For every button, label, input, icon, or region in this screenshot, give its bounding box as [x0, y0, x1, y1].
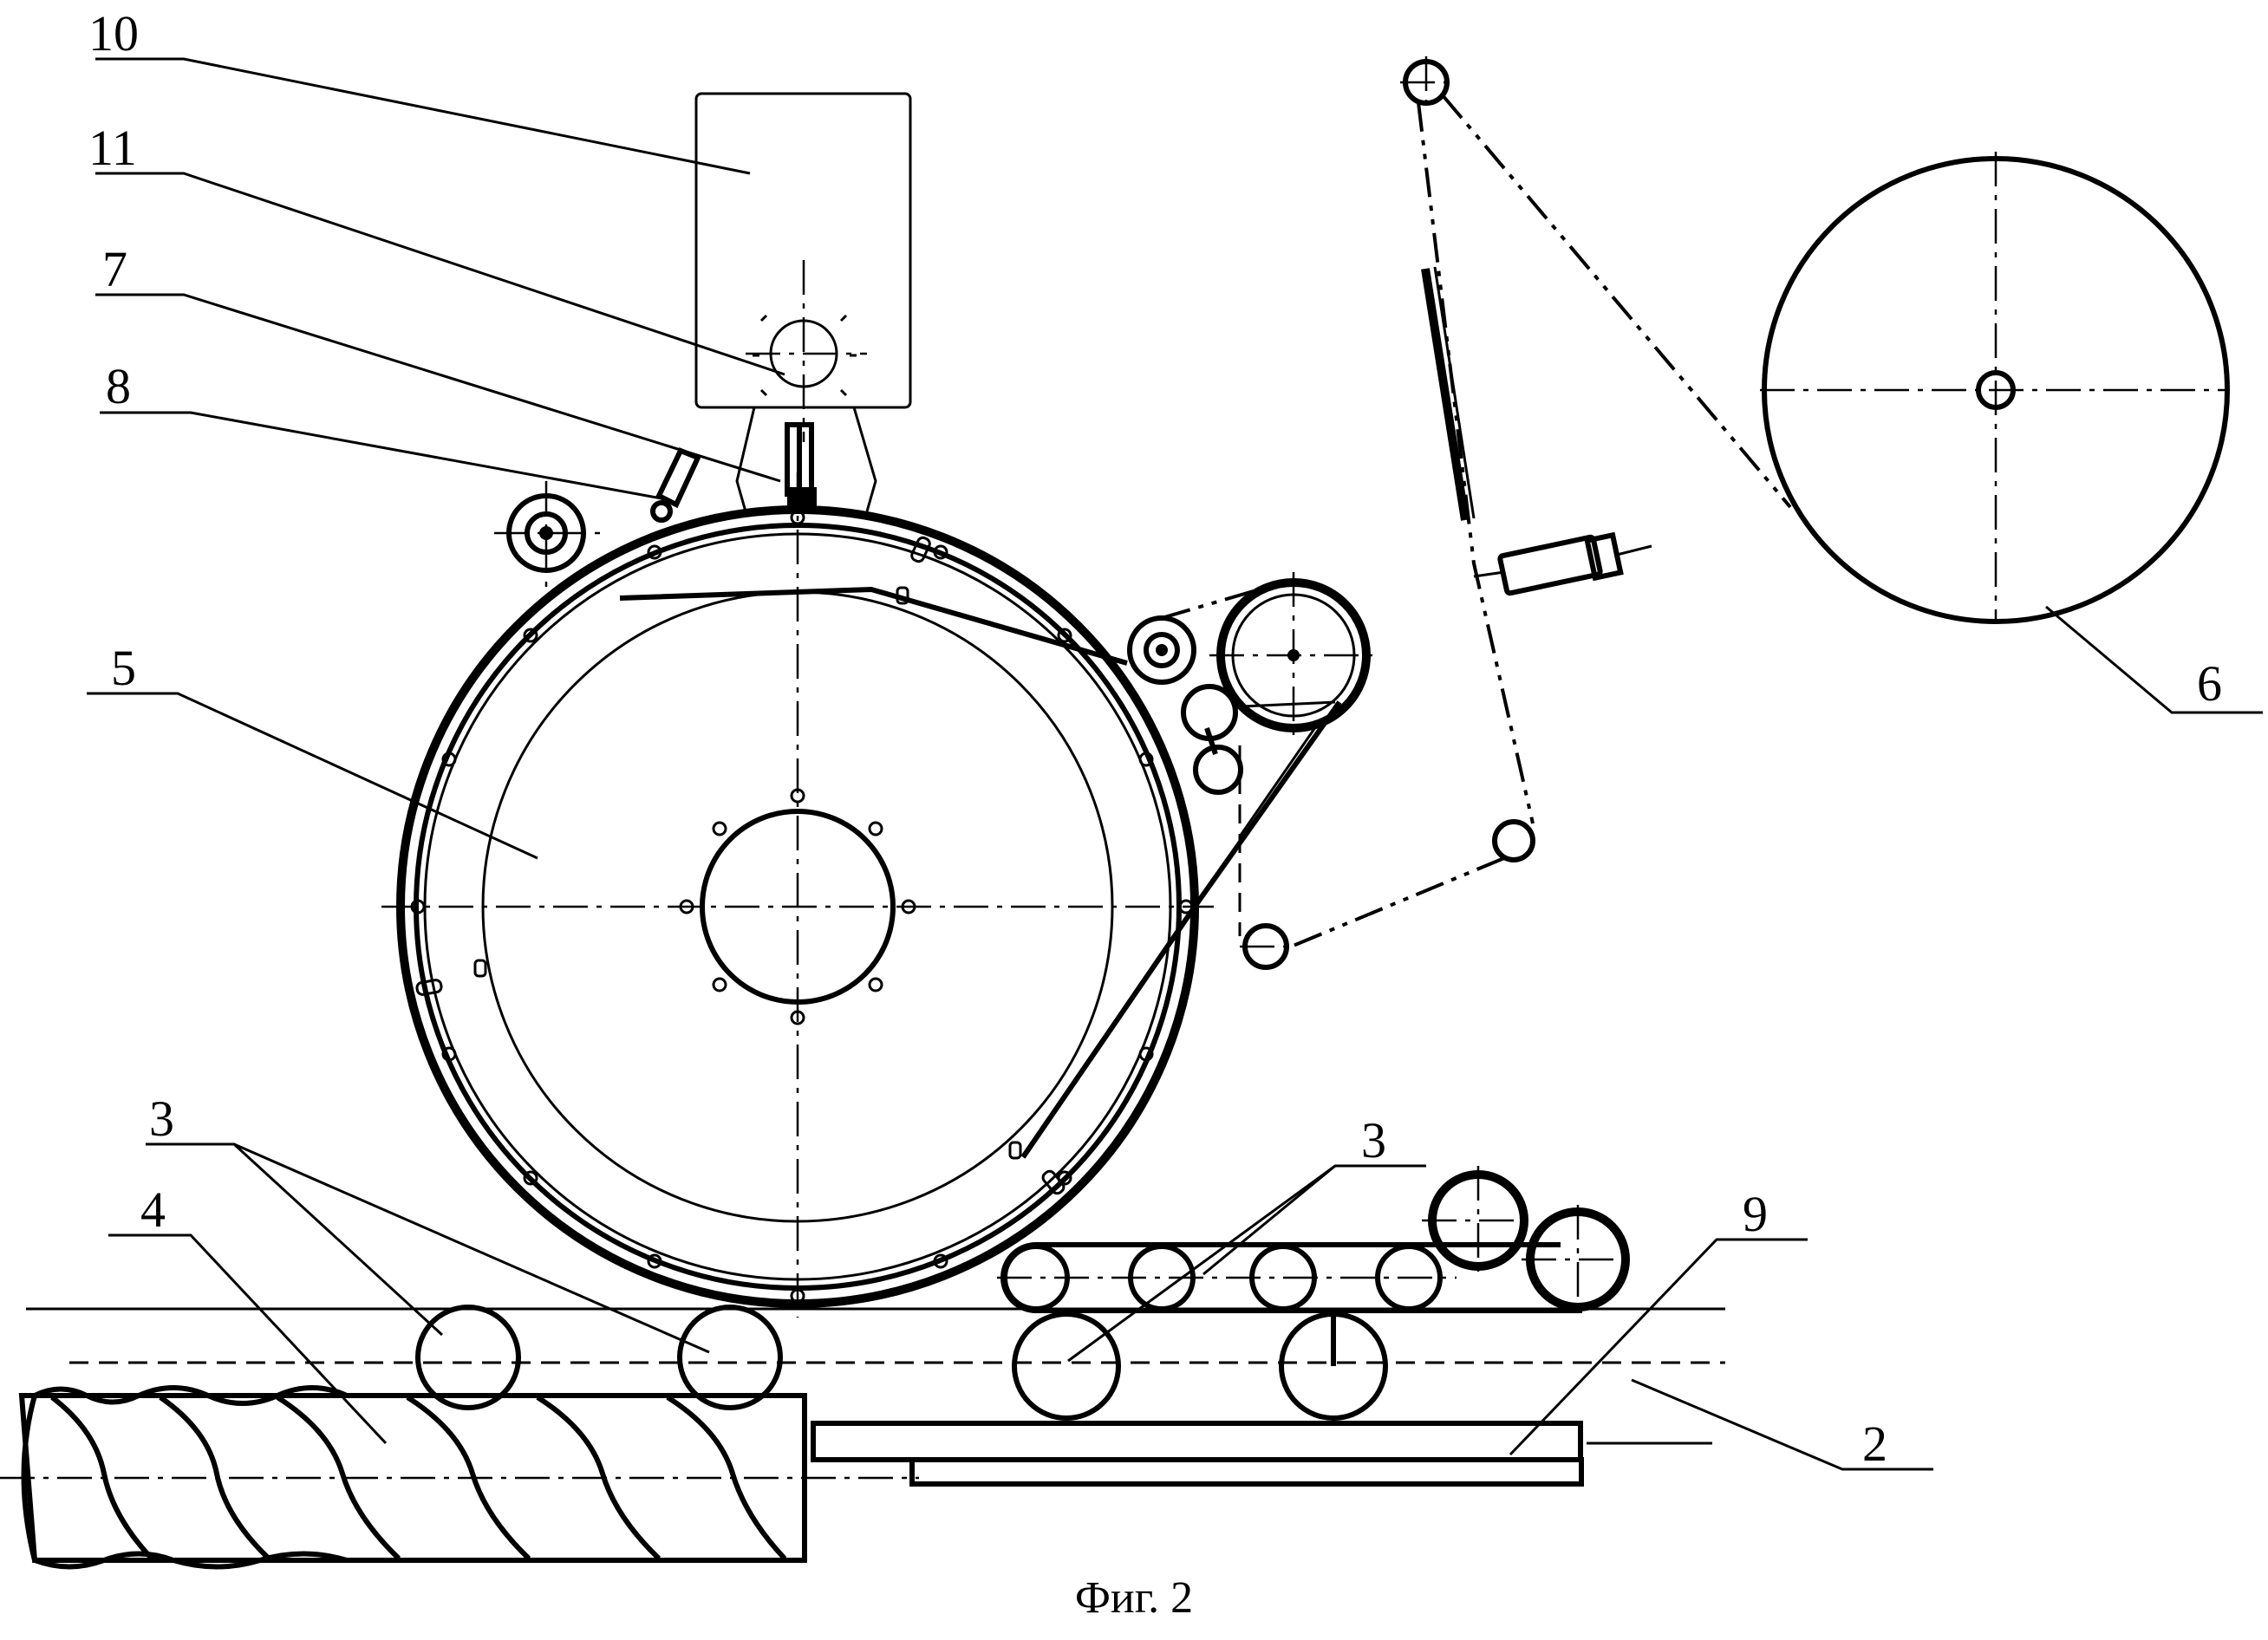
leader-lines — [87, 57, 2263, 1471]
drum-5 — [381, 472, 1342, 1318]
pressure-roller — [494, 481, 603, 589]
rollers-3-left — [415, 1305, 783, 1410]
label-4: 4 — [140, 1181, 166, 1238]
label-10: 10 — [88, 5, 139, 62]
plate-9 — [811, 1421, 1584, 1487]
label-3-right: 3 — [1361, 1112, 1386, 1168]
label-11: 11 — [88, 120, 137, 176]
drive-pulleys — [1127, 572, 1378, 936]
label-2: 2 — [1862, 1415, 1887, 1472]
belt-conveyor — [997, 1166, 1634, 1318]
sensor — [1473, 531, 1652, 596]
label-6: 6 — [2197, 655, 2222, 712]
label-8: 8 — [106, 358, 131, 414]
figure-caption: Фиг. 2 — [1075, 1573, 1193, 1623]
label-3-left: 3 — [149, 1090, 174, 1147]
label-9: 9 — [1743, 1186, 1768, 1242]
tape-path — [1240, 56, 1792, 970]
motor-block-10 — [694, 92, 912, 512]
label-5: 5 — [111, 640, 136, 696]
rollers-3-right — [1012, 1309, 1388, 1421]
spool-6 — [1760, 152, 2230, 624]
label-7: 7 — [102, 241, 127, 297]
nozzle-8 — [650, 447, 702, 523]
auger-4 — [0, 1385, 919, 1570]
